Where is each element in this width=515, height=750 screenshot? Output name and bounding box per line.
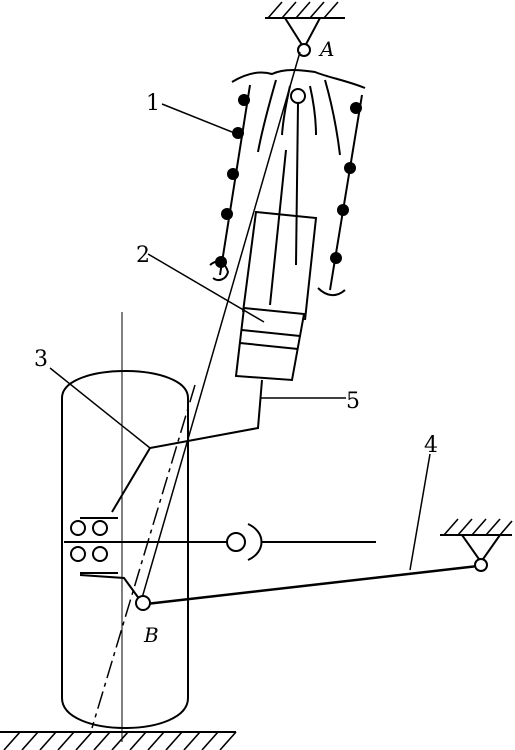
pivot-a [297,43,311,57]
spring-coil-dot [350,102,362,114]
right-ground-support [440,518,513,572]
label-damper: 2 [136,243,150,268]
top-ground-hatch [267,1,339,19]
spring-coil-dot [221,208,233,220]
spring-coil-dot [232,127,244,139]
hub-assembly [64,517,376,574]
label-pivot-b: B [143,623,159,647]
spring-coil-dot [238,94,250,106]
label-knuckle: 3 [34,347,48,372]
spring-coil-dot [330,252,342,264]
drive-joint [226,532,246,552]
ground [0,731,237,750]
label-control-arm: 4 [424,433,438,458]
spring-coil-dot [227,168,239,180]
label-pivot-a: A [318,37,334,61]
spring-top-mount [290,88,306,104]
top-ground-support [265,1,345,57]
arm-pivot [474,558,488,572]
label-spring: 1 [146,91,160,116]
lower-control-arm [79,564,479,611]
coil-spring [209,69,366,296]
label-strut-arm: 5 [346,389,360,414]
spring-left-edge [219,84,251,276]
wheel-outline [61,370,189,729]
damper-body [234,306,306,382]
pivot-b [135,595,151,611]
spring-coil-dot [215,256,227,268]
spring-coil-dot [337,204,349,216]
spring-coil-dot [344,162,356,174]
wheel [61,312,189,742]
leader-lines [49,103,431,571]
damper [234,102,318,382]
strut-arm [91,51,301,729]
